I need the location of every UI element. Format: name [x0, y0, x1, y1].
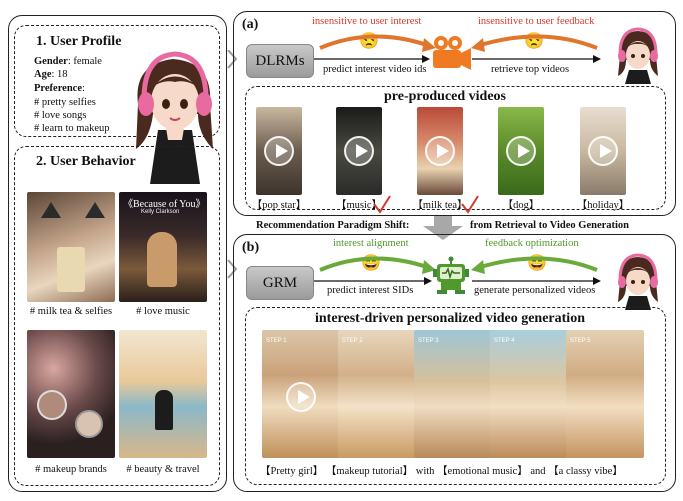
- gender-label: Gender: [34, 56, 68, 67]
- pre-produced-videos-title: pre-produced videos: [384, 89, 506, 104]
- shift-text-left: Recommendation Paradigm Shift:: [256, 220, 410, 231]
- shift-down-arrow: [423, 216, 463, 240]
- generated-frame: STEP 4: [490, 330, 568, 458]
- shift-text-right: from Retrieval to Video Generation: [470, 220, 630, 231]
- behavior-caption: # beauty & travel: [126, 464, 200, 475]
- caption-token: 【a classy vibe】: [548, 466, 623, 477]
- step-label: STEP 2: [342, 338, 363, 344]
- action-generate: generate personalized videos: [474, 285, 596, 296]
- video-camera-icon: [433, 36, 471, 70]
- play-icon[interactable]: [588, 136, 618, 166]
- preference-item: # pretty selfies: [34, 97, 96, 108]
- panel-a: [233, 11, 676, 216]
- anime-avatar-illustration: [136, 51, 213, 184]
- behavior-photo-music-concert: 《Because of You》 Kelly Clarkson: [119, 192, 207, 302]
- critique-interest: insensitive to user interest: [312, 16, 422, 27]
- generation-title: interest-driven personalized video gener…: [315, 311, 585, 326]
- critique-feedback: insensitive to user feedback: [478, 16, 595, 27]
- video-caption: 【music】: [335, 200, 383, 211]
- caption-token: 【emotional music】: [437, 466, 528, 477]
- milk-tea-cup-icon: [57, 247, 85, 292]
- action-retrieve: retrieve top videos: [491, 64, 570, 75]
- preference-suffix: :: [82, 83, 85, 94]
- caption-token: and: [530, 466, 546, 477]
- behavior-photo-makeup: [27, 330, 115, 458]
- robot-icon: [433, 256, 469, 294]
- singer-figure: [147, 232, 177, 287]
- benefit-interest: interest alignment: [333, 238, 409, 249]
- generated-frame: STEP 3: [414, 330, 492, 458]
- generation-box: [245, 307, 666, 485]
- video-caption: 【pop star】: [251, 200, 307, 211]
- generated-frame: STEP 1: [262, 330, 340, 458]
- step-label: STEP 4: [494, 338, 515, 344]
- preference-label: Preference: [34, 83, 82, 94]
- mismatch-check-icons: [373, 195, 479, 214]
- user-panel: [8, 15, 227, 492]
- caption-token: 【makeup tutorial】: [325, 466, 414, 477]
- generated-frame: STEP 5: [566, 330, 644, 458]
- user-behavior-title: 2. User Behavior: [36, 154, 136, 169]
- video-thumb-dog: [498, 107, 544, 195]
- grm-box: GRM: [246, 266, 314, 300]
- cat-ear-icon: [41, 202, 61, 218]
- panel-b: [233, 234, 676, 492]
- profile-gender: Gender: female: [34, 55, 102, 68]
- panel-b-arrows: [314, 256, 601, 285]
- play-icon[interactable]: [344, 136, 374, 166]
- compact-icon: [37, 390, 67, 420]
- play-icon[interactable]: [264, 136, 294, 166]
- action-predict-sids: predict interest SIDs: [327, 285, 414, 296]
- user-avatar-icon: [618, 27, 658, 84]
- preference-item: # learn to makeup: [34, 123, 110, 134]
- video-thumb-holiday: [580, 107, 626, 195]
- dlrm-box: DLRMs: [246, 44, 314, 78]
- compact-icon: [75, 410, 103, 438]
- user-profile-title: 1. User Profile: [36, 34, 122, 49]
- panel-b-tag: (b): [242, 240, 260, 255]
- panel-a-tag: (a): [242, 17, 259, 32]
- generated-frame: STEP 2: [338, 330, 416, 458]
- step-label: STEP 1: [266, 338, 287, 344]
- caption-token: 【Pretty girl】: [260, 466, 324, 477]
- behavior-photo-milk-tea-selfie: [27, 192, 115, 302]
- profile-preference: Preference:: [34, 82, 85, 95]
- video-thumb-milk-tea: [417, 107, 463, 195]
- benefit-feedback: feedback optimization: [485, 238, 579, 249]
- step-label: STEP 3: [418, 338, 439, 344]
- video-caption: 【dog】: [502, 200, 540, 211]
- user-avatar-icon: [618, 253, 658, 310]
- video-thumb-pop-star: [256, 107, 302, 195]
- age-label: Age: [34, 69, 52, 80]
- preference-item: # love songs: [34, 110, 87, 121]
- video-caption: 【holiday】: [576, 200, 630, 211]
- play-icon[interactable]: [425, 136, 455, 166]
- behavior-caption: # love music: [136, 306, 190, 317]
- behavior-caption: # makeup brands: [35, 464, 107, 475]
- music-overlay-artist: Kelly Clarkson: [141, 209, 180, 215]
- pre-produced-videos-box: [245, 86, 666, 210]
- user-profile-box: [14, 25, 220, 137]
- music-overlay-title: 《Because of You》: [123, 199, 206, 210]
- behavior-photo-travel: [119, 330, 207, 458]
- profile-age: Age: 18: [34, 68, 68, 81]
- age-value: : 18: [51, 69, 68, 80]
- caption-token: with: [415, 466, 435, 477]
- step-label: STEP 5: [570, 338, 591, 344]
- user-behavior-box: [14, 146, 220, 486]
- action-predict-ids: predict interest video ids: [323, 64, 427, 75]
- generation-caption: 【Pretty girl】 【makeup tutorial】 with 【em…: [260, 463, 623, 478]
- video-thumb-music: [336, 107, 382, 195]
- play-icon[interactable]: [506, 136, 536, 166]
- woman-figure: [155, 390, 173, 430]
- cat-ear-icon: [85, 202, 105, 218]
- panel-a-arrows: [314, 34, 601, 63]
- play-icon[interactable]: [286, 382, 316, 412]
- gender-value: : female: [67, 56, 102, 67]
- video-caption: 【milk tea】: [412, 200, 468, 211]
- behavior-caption: # milk tea & selfies: [29, 306, 113, 317]
- connector-arrows: [227, 50, 238, 279]
